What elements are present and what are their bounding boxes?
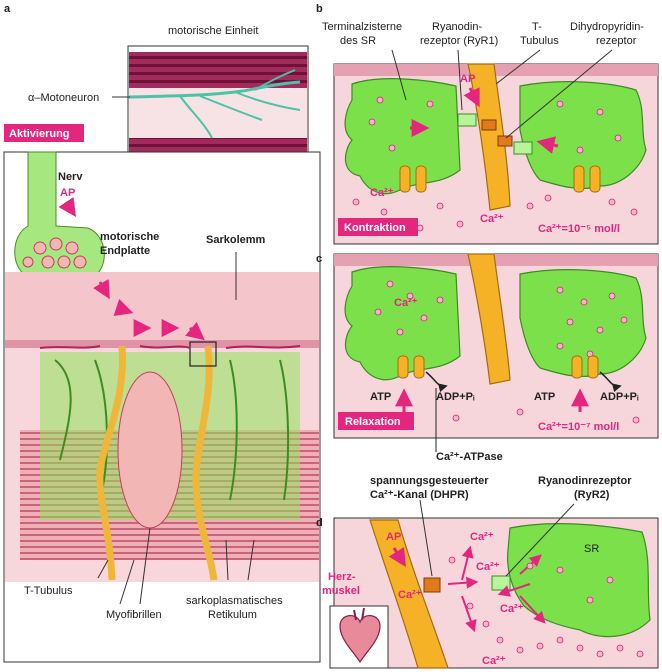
channel-label-1: spannungsgesteuerter bbox=[370, 475, 489, 487]
ryr1-label-1: Ryanodin- bbox=[432, 21, 482, 33]
activation-label: Aktivierung bbox=[9, 128, 70, 140]
sarcolemma-surface bbox=[5, 272, 319, 342]
ap-label-d: AP bbox=[386, 531, 401, 543]
tt-label-2: Tubulus bbox=[520, 35, 559, 47]
ryr1-right bbox=[514, 142, 532, 154]
panel-a-letter: a bbox=[4, 3, 11, 15]
contraction-label: Kontraktion bbox=[344, 222, 406, 234]
heart-label-2: muskel bbox=[322, 585, 360, 597]
panel-b-letter: b bbox=[316, 3, 323, 15]
panel-c-letter: c bbox=[316, 253, 322, 265]
ryr1-label-2: rezeptor (RyR1) bbox=[420, 35, 498, 47]
t-tubule-label: T-Tubulus bbox=[24, 585, 73, 597]
dhpr-d bbox=[424, 578, 440, 592]
atp-label-right: ATP bbox=[534, 391, 555, 403]
ryr2-label-1: Ryanodinrezeptor bbox=[538, 475, 632, 487]
ca-label-d-3: Ca²⁺ bbox=[398, 589, 422, 601]
sr-label-2: Retikulum bbox=[208, 609, 257, 621]
panel-d-letter: d bbox=[316, 517, 323, 529]
muscle-fiber-block bbox=[5, 272, 319, 582]
atpase-label: Ca²⁺-ATPase bbox=[436, 451, 503, 463]
endplate-label-1: motorische bbox=[100, 231, 159, 243]
ap-label-b: AP bbox=[460, 73, 475, 85]
motor-unit-title: motorische Einheit bbox=[168, 25, 259, 37]
panel-a: a motorische Einheit α–Motoneuron Aktivi… bbox=[4, 3, 320, 662]
adp-label-left: ADP+Pᵢ bbox=[436, 391, 475, 403]
sr-label-1: sarkoplasmatisches bbox=[186, 595, 283, 607]
atp-label-left: ATP bbox=[370, 391, 391, 403]
conc-label-b: Ca²⁺=10⁻⁵ mol/l bbox=[538, 223, 620, 235]
myofibril-cross-section bbox=[118, 372, 182, 528]
endplate-label-2: Endplatte bbox=[100, 245, 150, 257]
ca-label-d-4: Ca²⁺ bbox=[500, 603, 524, 615]
adp-label-right: ADP+Pᵢ bbox=[600, 391, 639, 403]
heart-label-1: Herz- bbox=[328, 571, 356, 583]
panel-c: c Ca²⁺ ATP ADP+Pᵢ ATP ADP+Pᵢ Relaxatio bbox=[316, 253, 658, 463]
myofibrils-label: Myofibrillen bbox=[106, 609, 162, 621]
dhpr-right bbox=[498, 136, 512, 146]
ryr2-label-2: (RyR2) bbox=[574, 489, 610, 501]
terminal-label-1: Terminalzisterne bbox=[322, 21, 402, 33]
nerve-label: Nerv bbox=[58, 171, 83, 183]
sarcolemma-label: Sarkolemm bbox=[206, 234, 266, 246]
ryr1-left bbox=[458, 114, 476, 126]
panel-b: b Terminalzisterne des SR Ryanodin- reze… bbox=[316, 3, 658, 244]
panel-d: d spannungsgesteuerter Ca²⁺-Kanal (DHPR)… bbox=[316, 475, 658, 668]
ca-label-b-2: Ca²⁺ bbox=[480, 213, 504, 225]
dhp-label-1: Dihydropyridin- bbox=[570, 21, 644, 33]
dhp-label-2: rezeptor bbox=[596, 35, 637, 47]
ca-label-d-1: Ca²⁺ bbox=[470, 531, 494, 543]
muscle-fiber-top bbox=[129, 52, 307, 88]
ryr2-d bbox=[492, 576, 510, 590]
terminal-label-2: des SR bbox=[340, 35, 376, 47]
ca-label-d-2: Ca²⁺ bbox=[476, 561, 500, 573]
tt-label-1: T- bbox=[532, 21, 542, 33]
sr-label-d: SR bbox=[584, 543, 599, 555]
relaxation-label: Relaxation bbox=[345, 416, 401, 428]
ca-label-b-1: Ca²⁺ bbox=[370, 187, 394, 199]
heart-icon bbox=[330, 606, 388, 668]
ca-label-d-5: Ca²⁺ bbox=[482, 655, 506, 667]
motoneuron-label: α–Motoneuron bbox=[28, 92, 99, 104]
sr-cistern-right-c bbox=[520, 270, 646, 377]
dhpr-left bbox=[482, 120, 496, 130]
ap-label-a: AP bbox=[60, 187, 75, 199]
panel-b-membrane bbox=[334, 64, 658, 76]
channel-label-2: Ca²⁺-Kanal (DHPR) bbox=[370, 489, 469, 501]
conc-label-c: Ca²⁺=10⁻⁷ mol/l bbox=[538, 421, 619, 433]
ca-label-c: Ca²⁺ bbox=[394, 297, 418, 309]
